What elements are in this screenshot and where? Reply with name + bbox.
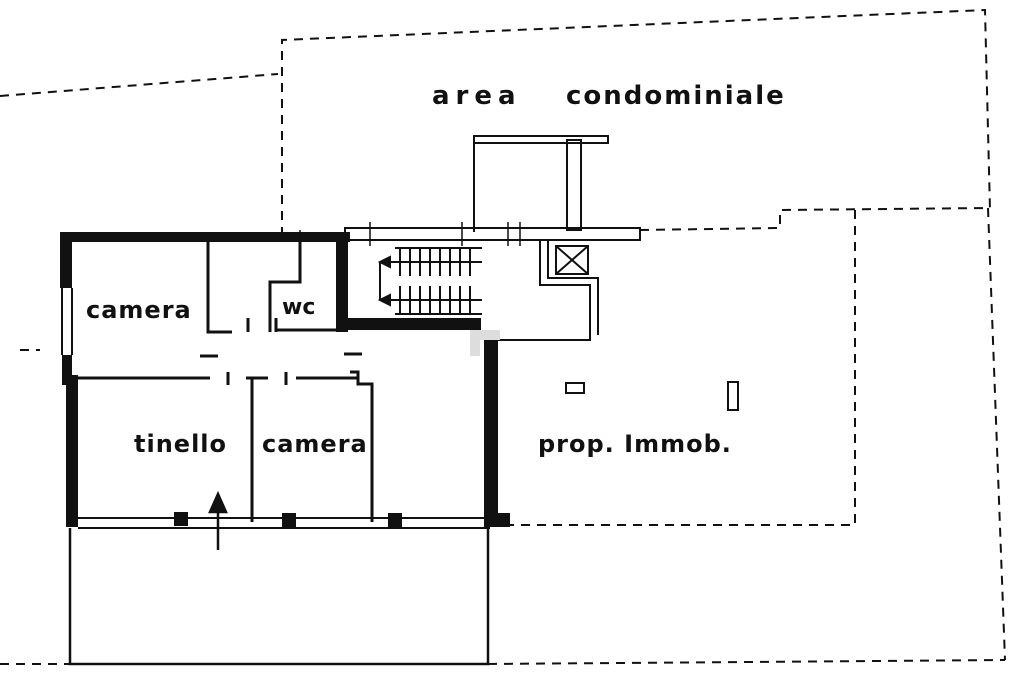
marker-small-horizontal	[565, 382, 585, 394]
prop-markers	[565, 381, 739, 411]
wall-right-corner	[484, 513, 510, 527]
terrace-outline	[68, 528, 490, 666]
watermark-mark	[470, 330, 500, 356]
marker-small-vertical	[727, 381, 739, 411]
label-wc: wc	[282, 295, 315, 320]
stair-arrow-bottom-icon	[377, 293, 391, 307]
label-area: area	[432, 81, 522, 111]
outer-walls	[60, 232, 510, 527]
entrance-arrow-head	[208, 490, 228, 514]
wall-top	[60, 232, 350, 242]
south-facade	[78, 517, 490, 529]
property-boundaries	[0, 8, 1006, 665]
external-stair-structure	[344, 135, 641, 241]
label-camera-top: camera	[86, 296, 192, 324]
boundary-bottom-right	[487, 659, 1006, 665]
boundary-top-left	[0, 73, 279, 97]
boundary-inner-right	[639, 207, 991, 231]
wall-stair-left	[336, 232, 348, 332]
corridor-slab	[344, 227, 641, 241]
label-prop-immob: prop. Immob.	[538, 430, 732, 458]
wall-ticks	[299, 222, 521, 246]
lift-box-icon	[555, 245, 589, 275]
wall-left-mid	[62, 355, 72, 385]
wall-left-upper	[60, 232, 72, 288]
left-window	[61, 288, 73, 355]
wall-stair-bottom	[336, 318, 481, 330]
label-condominiale: condominiale	[566, 81, 786, 111]
stair-column	[566, 139, 582, 231]
partition-wc	[268, 242, 302, 332]
boundary-right-edge	[987, 207, 1006, 661]
partition-camera-closet	[206, 242, 232, 334]
interior-staircase	[377, 247, 482, 315]
entrance-arrow-icon	[208, 490, 228, 550]
boundary-condominium-area	[281, 8, 991, 236]
boundary-prop-immob	[510, 210, 856, 526]
shaft-outline	[498, 240, 591, 341]
lift-cross-b	[555, 245, 589, 275]
pillar-2	[282, 513, 296, 527]
label-tinello: tinello	[134, 430, 227, 458]
stair-arrow-top-icon	[377, 255, 391, 269]
partition-camera-right	[350, 370, 374, 522]
pillar-3	[388, 513, 402, 527]
lift-shaft	[498, 240, 599, 341]
label-camera-bottom: camera	[262, 430, 368, 458]
terrace-area	[68, 528, 490, 666]
wall-right	[484, 330, 498, 526]
balcony-slab	[473, 135, 609, 144]
shaft-inner	[547, 240, 599, 335]
stair-treads-upper	[399, 248, 471, 276]
interior-partitions	[78, 242, 374, 522]
wall-left-lower	[66, 375, 78, 527]
stair-treads-lower	[399, 286, 471, 314]
